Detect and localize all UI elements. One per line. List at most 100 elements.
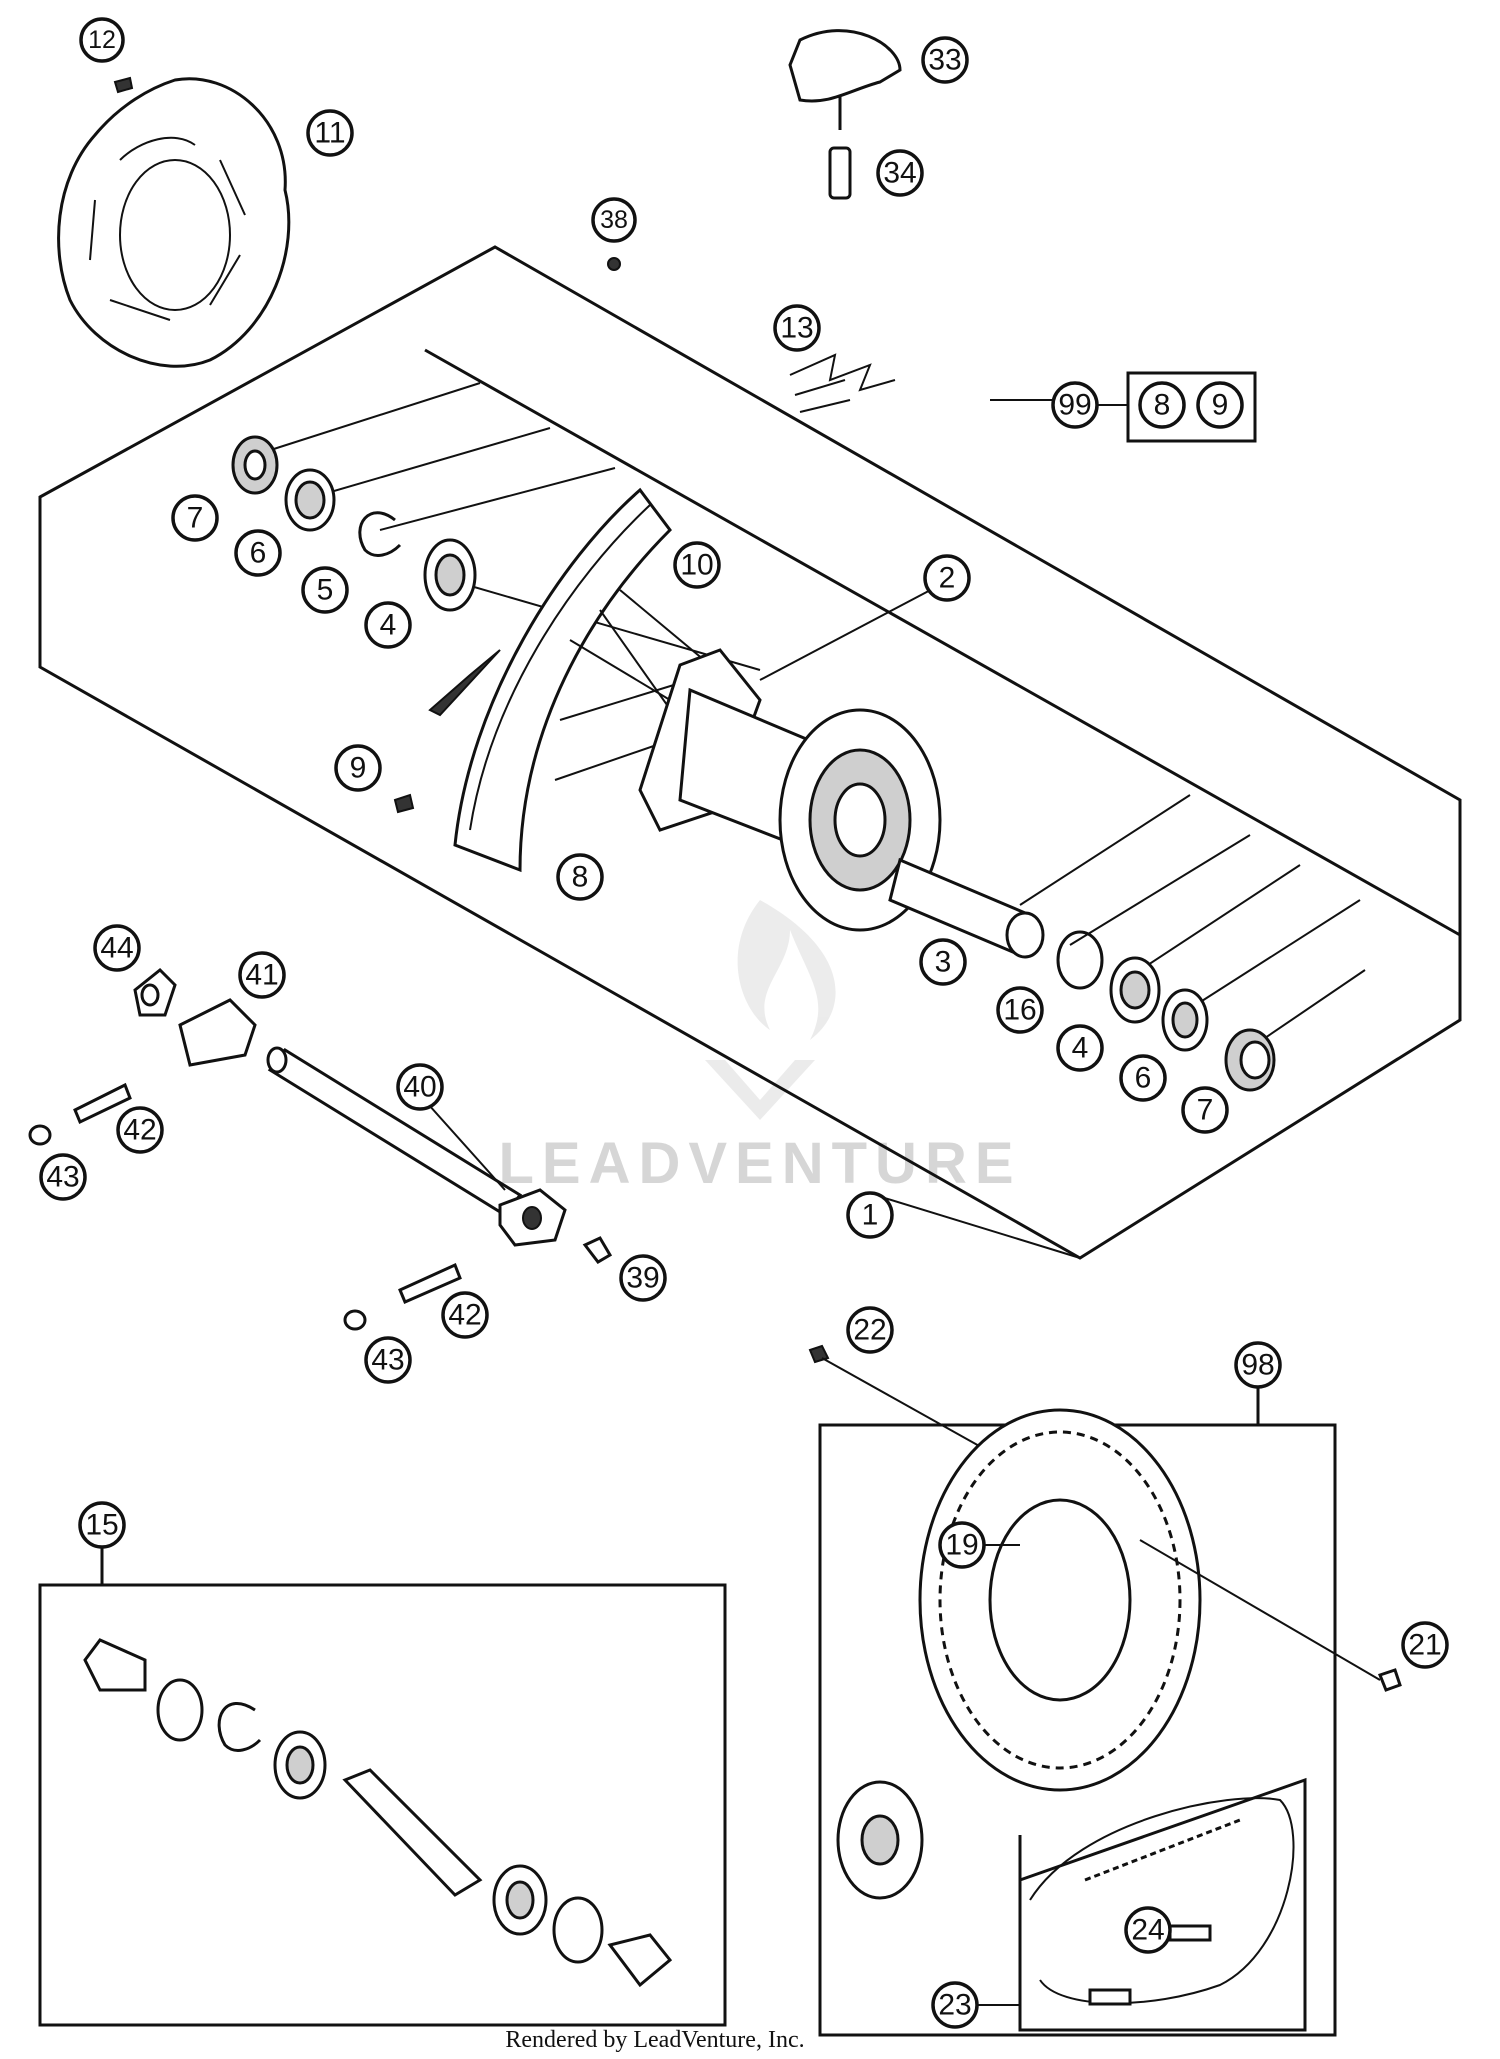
callout-99: 99 (1051, 381, 1099, 429)
callout-4-left: 4 (364, 601, 412, 649)
svg-text:43: 43 (371, 1344, 404, 1377)
chain-box (1018, 1777, 1307, 2032)
callout-98: 98 (1234, 1341, 1282, 1389)
svg-text:1: 1 (862, 1199, 879, 1232)
svg-text:33: 33 (928, 44, 961, 77)
callout-21: 21 (1401, 1621, 1449, 1669)
callout-7-right: 7 (1181, 1086, 1229, 1134)
callout-6-left: 6 (234, 529, 282, 577)
svg-text:3: 3 (935, 946, 952, 979)
callout-11: 11 (306, 109, 354, 157)
chain-guide-pad (788, 29, 902, 130)
watermark-text: LEADVENTURE (498, 1131, 1021, 1196)
spoke-nipple (393, 793, 415, 814)
callout-39: 39 (619, 1254, 667, 1302)
footer-credit: Rendered by LeadVenture, Inc. (505, 2027, 804, 2053)
svg-text:6: 6 (1135, 1062, 1152, 1095)
rear-axle (266, 1046, 567, 1247)
callout-19: 19 (938, 1521, 986, 1569)
hub-bearing-kit-parts (83, 1638, 673, 1988)
wheel-rim (428, 487, 672, 873)
svg-text:42: 42 (448, 1299, 481, 1332)
svg-text:39: 39 (626, 1262, 659, 1295)
callout-42-lower: 42 (441, 1291, 489, 1339)
callout-2: 2 (923, 554, 971, 602)
callout-4-right: 4 (1056, 1024, 1104, 1072)
callout-41: 41 (238, 951, 286, 999)
callout-22: 22 (846, 1306, 894, 1354)
callout-6-right: 6 (1119, 1054, 1167, 1102)
callout-7-left: 7 (171, 494, 219, 542)
callout-43-left: 43 (39, 1153, 87, 1201)
svg-text:7: 7 (187, 502, 204, 535)
right-spacer-and-bearings (888, 857, 1276, 1092)
callout-43-lower: 43 (364, 1336, 412, 1384)
adjuster-nut-lower (343, 1309, 367, 1331)
callout-12: 12 (79, 17, 125, 63)
svg-text:19: 19 (945, 1529, 978, 1562)
svg-text:41: 41 (245, 959, 278, 992)
svg-text:10: 10 (680, 549, 713, 582)
callout-38: 38 (591, 197, 637, 243)
svg-text:98: 98 (1241, 1349, 1274, 1382)
watermark-logo (705, 900, 836, 1120)
svg-text:8: 8 (1154, 389, 1171, 422)
svg-text:15: 15 (85, 1509, 118, 1542)
svg-text:7: 7 (1197, 1094, 1214, 1127)
svg-text:2: 2 (939, 562, 956, 595)
svg-text:24: 24 (1131, 1914, 1164, 1947)
rear-sprocket (918, 1408, 1202, 1792)
brake-disc (57, 77, 291, 368)
svg-text:44: 44 (100, 932, 133, 965)
svg-text:43: 43 (46, 1161, 79, 1194)
svg-text:6: 6 (250, 537, 267, 570)
svg-text:4: 4 (380, 609, 397, 642)
chain (1084, 1818, 1241, 1882)
axle-nut (133, 967, 177, 1017)
svg-text:13: 13 (780, 312, 813, 345)
svg-text:5: 5 (317, 574, 334, 607)
callout-16: 16 (996, 986, 1044, 1034)
callout-23: 23 (931, 1981, 979, 2029)
callout-15: 15 (78, 1501, 126, 1549)
svg-text:21: 21 (1408, 1629, 1441, 1662)
svg-text:12: 12 (88, 26, 116, 54)
callout-1: 1 (846, 1191, 894, 1239)
front-sprocket (836, 1780, 924, 1900)
callout-42-left: 42 (116, 1106, 164, 1154)
callout-5-left: 5 (301, 566, 349, 614)
rim-tape (789, 353, 896, 413)
pad-bolt (828, 146, 852, 200)
left-bearing-stack (231, 435, 477, 612)
valve-cap (607, 257, 621, 271)
axle-bolt (582, 1236, 613, 1264)
svg-text:34: 34 (883, 157, 916, 190)
sprocket-nut (1139, 1539, 1402, 1692)
leader-lines (419, 399, 1090, 2006)
svg-text:38: 38 (600, 206, 628, 234)
adjuster-nut-left (28, 1124, 52, 1146)
svg-text:42: 42 (123, 1114, 156, 1147)
adjuster-bolt-lower (398, 1262, 462, 1304)
svg-text:9: 9 (1212, 389, 1229, 422)
svg-text:23: 23 (938, 1989, 971, 2022)
svg-text:40: 40 (403, 1071, 436, 1104)
callout-3: 3 (919, 938, 967, 986)
callout-33: 33 (921, 36, 969, 84)
svg-text:9: 9 (350, 752, 367, 785)
svg-text:4: 4 (1072, 1032, 1089, 1065)
svg-text:99: 99 (1058, 389, 1091, 422)
disc-screw (113, 76, 134, 94)
svg-text:11: 11 (314, 117, 345, 150)
svg-text:8: 8 (572, 861, 589, 894)
adjuster-bolt-left (73, 1082, 132, 1125)
callout-8: 8 (556, 853, 604, 901)
callout-40: 40 (396, 1063, 444, 1111)
callout-9: 9 (334, 744, 382, 792)
svg-text:22: 22 (853, 1314, 886, 1347)
callout-24: 24 (1124, 1906, 1172, 1954)
svg-text:16: 16 (1003, 994, 1036, 1027)
callout-8-top: 8 (1138, 381, 1186, 429)
callout-13: 13 (773, 304, 821, 352)
